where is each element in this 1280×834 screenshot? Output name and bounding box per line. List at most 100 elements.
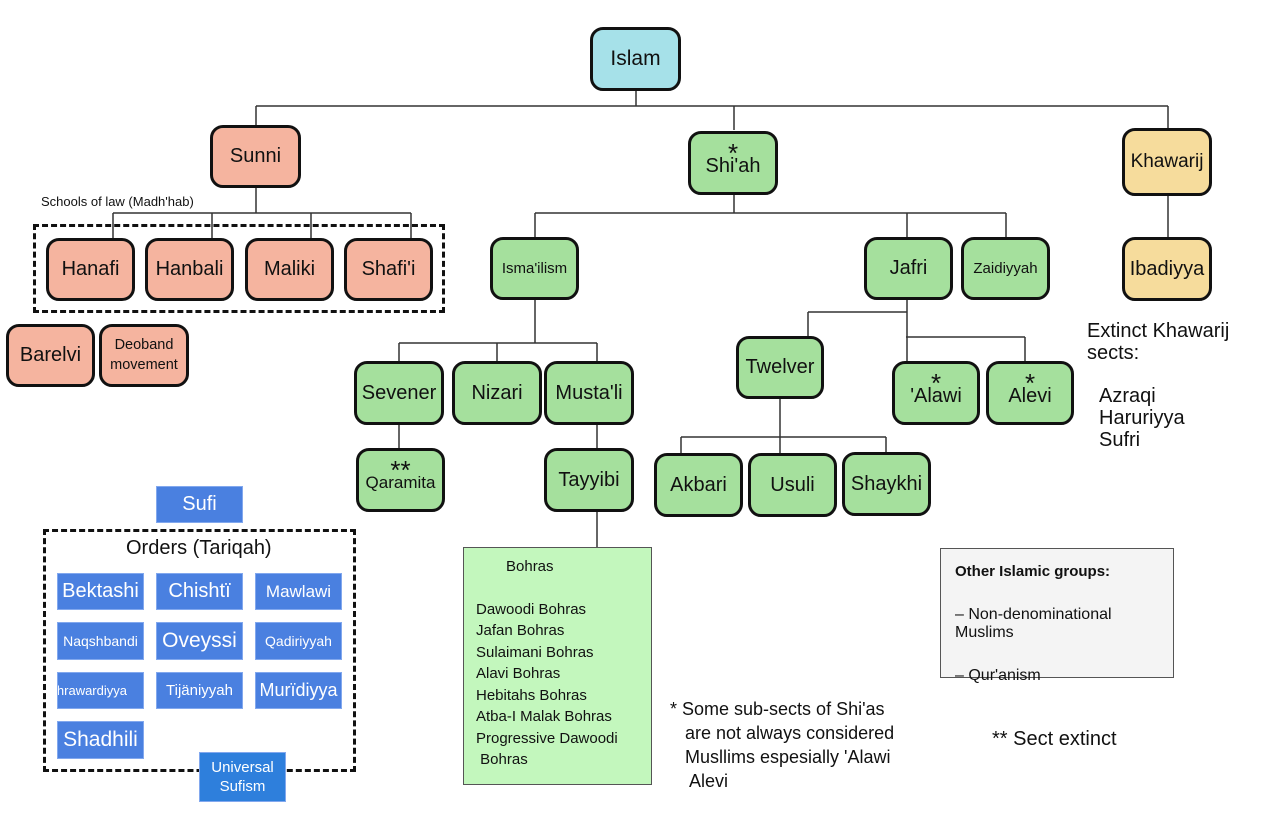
order-label: Naqshbandi xyxy=(63,633,138,649)
bohras-item: Alavi Bohras xyxy=(476,665,561,682)
other-groups-title: Other Islamic groups: xyxy=(955,563,1111,580)
sufi-order-muridiyya[interactable]: Murïdiyya xyxy=(255,672,342,709)
node-label: Twelver xyxy=(745,356,815,378)
node-label: Akbari xyxy=(670,473,727,496)
node-zaidiyyah[interactable]: Zaidiyyah xyxy=(961,237,1050,300)
sufi-order-bektashi[interactable]: Bektashi xyxy=(57,573,144,610)
orders-caption: Orders (Tariqah) xyxy=(126,537,272,559)
order-label: Chishtï xyxy=(168,580,231,602)
asterisk-marker: * xyxy=(930,368,942,398)
sufi-order-naqshbandi[interactable]: Naqshbandi xyxy=(57,622,144,660)
node-label: Shafi'i xyxy=(361,258,416,280)
sufi-order-suhrawardiyya[interactable]: Suhrawardiyya xyxy=(57,672,144,709)
sufi-order-qadiriyyah[interactable]: Qadiriyyah xyxy=(255,622,342,660)
node-universal-sufism[interactable]: Universal Sufism xyxy=(199,752,286,802)
node-label: 'Alawi xyxy=(910,384,962,407)
node-label: Tayyibi xyxy=(558,468,620,491)
node-label: Sunni xyxy=(229,145,282,167)
order-label: Shadhili xyxy=(63,728,138,751)
bohras-box: Bohras Dawoodi Bohras Jafan Bohras Sulai… xyxy=(463,547,652,785)
node-hanafi[interactable]: Hanafi xyxy=(46,238,135,301)
schools-caption: Schools of law (Madh'hab) xyxy=(41,194,194,209)
shia-footnote: * Some sub-sects of Shi'as are not alway… xyxy=(670,699,895,791)
connector xyxy=(534,194,1007,238)
bohras-item: Sulaimani Bohras xyxy=(476,643,594,661)
bohras-item: Atba-I Malak Bohras xyxy=(476,708,612,725)
node-label: Usuli xyxy=(770,473,815,496)
node-shiah[interactable]: * Shi'ah xyxy=(688,131,778,195)
order-label: Mawlawi xyxy=(265,581,332,601)
node-usuli[interactable]: Usuli xyxy=(748,453,837,517)
node-nizari[interactable]: Nizari xyxy=(452,361,542,425)
node-akbari[interactable]: Akbari xyxy=(654,453,743,517)
node-maliki[interactable]: Maliki xyxy=(245,238,334,301)
node-label: Musta'li xyxy=(555,381,623,404)
node-label: Ibadiyya xyxy=(1129,257,1205,280)
order-label: Oveyssi xyxy=(162,629,237,652)
node-sevener[interactable]: Sevener xyxy=(354,361,444,425)
sufi-order-tijaniyyah[interactable]: Tijäniyyah xyxy=(156,672,243,709)
connector xyxy=(807,299,1026,362)
node-ibadiyya[interactable]: Ibadiyya xyxy=(1122,237,1212,301)
node-label: Shi'ah xyxy=(705,154,761,177)
bohras-item: Bohras xyxy=(476,751,528,768)
bohras-item: Hebitahs Bohras xyxy=(476,686,587,704)
node-tayyibi[interactable]: Tayyibi xyxy=(544,448,634,512)
node-khawarij[interactable]: Khawarij xyxy=(1122,128,1212,196)
node-label: Islam xyxy=(610,46,661,70)
order-label: Murïdiyya xyxy=(259,680,338,700)
node-label: Zaidiyyah xyxy=(973,259,1038,277)
node-sunni[interactable]: Sunni xyxy=(210,125,301,188)
bohras-item: Progressive Dawoodi xyxy=(476,729,618,747)
connector xyxy=(680,398,887,454)
sufi-order-oveyssi[interactable]: Oveyssi xyxy=(156,622,243,660)
extinct-khawarij-title: Extinct Khawarij sects: xyxy=(1087,320,1230,364)
extinct-sect-item: Haruriyya xyxy=(1099,407,1185,429)
node-shaykhi[interactable]: Shaykhi xyxy=(842,452,931,516)
connector xyxy=(255,89,1169,130)
node-hanbali[interactable]: Hanbali xyxy=(145,238,234,301)
connector xyxy=(398,299,598,362)
node-alawi[interactable]: * 'Alawi xyxy=(892,361,980,425)
node-label: Isma'ilism xyxy=(501,259,568,277)
node-alevi[interactable]: * Alevi xyxy=(986,361,1074,425)
connector xyxy=(398,424,598,547)
other-groups-box: Other Islamic groups: – Non-denomination… xyxy=(940,548,1174,684)
schools-group xyxy=(33,224,445,313)
node-barelvi[interactable]: Barelvi xyxy=(6,324,95,387)
node-ismailism[interactable]: Isma'ilism xyxy=(490,237,579,300)
node-twelver[interactable]: Twelver xyxy=(736,336,824,399)
order-label: Qadiriyyah xyxy=(265,633,332,649)
order-label: Tijäniyyah xyxy=(166,682,233,699)
node-label: Hanafi xyxy=(61,258,120,280)
sufi-order-mawlawi[interactable]: Mawlawi xyxy=(255,573,342,610)
node-label: Maliki xyxy=(263,258,316,280)
node-qaramita[interactable]: ** Qaramita xyxy=(356,448,445,512)
node-label: Universal Sufism xyxy=(211,758,274,796)
node-shafii[interactable]: Shafi'i xyxy=(344,238,433,301)
sufi-order-shadhili[interactable]: Shadhili xyxy=(57,721,144,759)
bohras-item: Dawoodi Bohras xyxy=(476,600,587,618)
node-label: Nizari xyxy=(471,381,523,404)
node-deoband[interactable]: Deoband movement xyxy=(99,324,189,387)
extinct-sect-item: Sufri xyxy=(1099,429,1141,451)
node-label: Hanbali xyxy=(155,258,224,280)
node-label: Jafri xyxy=(889,257,928,279)
node-islam[interactable]: Islam xyxy=(590,27,681,91)
node-sufi[interactable]: Sufi xyxy=(156,486,243,523)
asterisk-marker: * xyxy=(727,138,739,168)
node-label: Shaykhi xyxy=(850,472,923,495)
node-label: Barelvi xyxy=(19,344,82,366)
node-jafri[interactable]: Jafri xyxy=(864,237,953,300)
node-label: Qaramita xyxy=(365,473,436,493)
order-label: Suhrawardiyya xyxy=(57,683,127,698)
extinct-sect-item: Azraqi xyxy=(1099,385,1156,407)
other-groups-item: – Qur'anism xyxy=(955,667,1041,684)
order-label: Bektashi xyxy=(62,580,139,602)
bohras-title: Bohras xyxy=(506,558,554,575)
node-mustali[interactable]: Musta'li xyxy=(544,361,634,425)
sufi-order-chishti[interactable]: Chishtï xyxy=(156,573,243,610)
bohras-item: Jafan Bohras xyxy=(476,622,565,639)
double-asterisk-marker: ** xyxy=(390,455,411,485)
node-label: Khawarij xyxy=(1130,151,1204,173)
